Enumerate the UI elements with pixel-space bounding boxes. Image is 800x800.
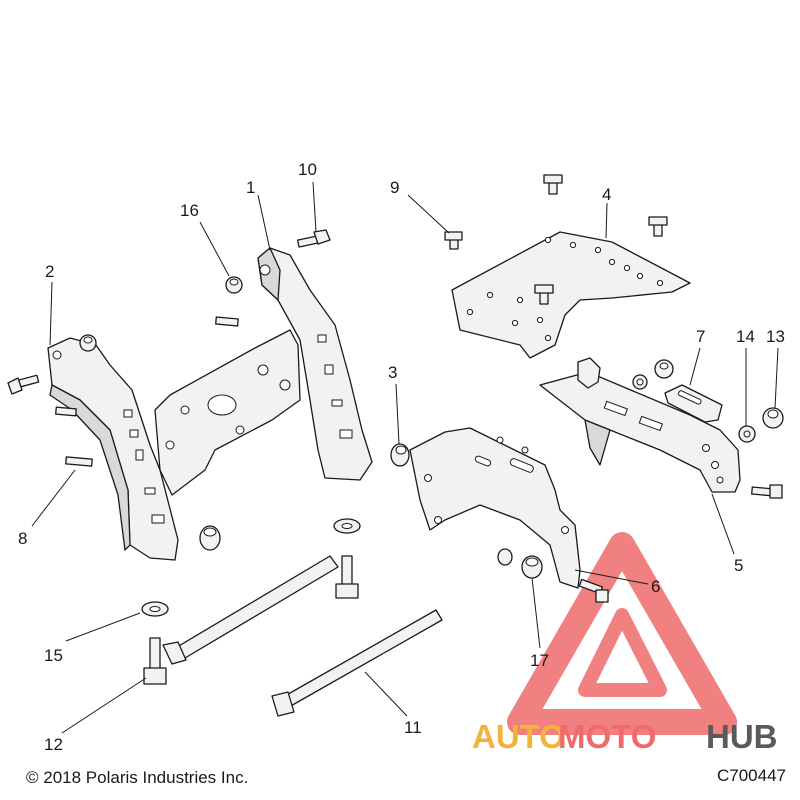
leader-lines xyxy=(31,181,779,734)
callout-4: 4 xyxy=(602,185,611,204)
watermark-logo xyxy=(507,532,737,735)
callout-11: 11 xyxy=(404,718,422,737)
callout-1: 1 xyxy=(246,178,255,197)
small-spacers xyxy=(79,276,543,579)
callout-5: 5 xyxy=(734,556,743,575)
callout-3: 3 xyxy=(388,363,397,382)
callout-15: 15 xyxy=(44,646,63,665)
watermark-hub: HUB xyxy=(706,718,778,755)
callout-10: 10 xyxy=(298,160,317,179)
copyright-text: © 2018 Polaris Industries Inc. xyxy=(26,768,249,787)
callout-6: 6 xyxy=(651,577,660,596)
bolts xyxy=(7,174,783,685)
part-5-right-bracket xyxy=(539,357,741,493)
callout-2: 2 xyxy=(45,262,54,281)
callout-17: 17 xyxy=(530,651,549,670)
callout-14: 14 xyxy=(736,327,755,346)
callout-8: 8 xyxy=(18,529,27,548)
callout-9: 9 xyxy=(390,178,399,197)
watermark-auto: AUTO xyxy=(472,718,565,755)
callout-7: 7 xyxy=(696,327,705,346)
long-bolts xyxy=(162,555,443,717)
watermark-moto: MOTO xyxy=(558,718,656,755)
callout-12: 12 xyxy=(44,735,63,754)
part-1-center-bracket xyxy=(154,247,373,496)
callout-13: 13 xyxy=(766,327,785,346)
part-7-clip xyxy=(664,384,723,423)
callout-16: 16 xyxy=(180,201,199,220)
washers xyxy=(141,359,784,617)
watermark-text: AUTO MOTO HUB xyxy=(472,718,778,755)
part-2-left-bracket xyxy=(47,337,179,561)
figure-code: C700447 xyxy=(716,766,786,785)
part-6-middle-bracket xyxy=(409,427,581,589)
part-4-top-plate xyxy=(451,231,691,359)
callout-labels: 1 2 3 4 5 6 7 8 9 10 11 12 13 14 15 16 1… xyxy=(18,160,785,754)
